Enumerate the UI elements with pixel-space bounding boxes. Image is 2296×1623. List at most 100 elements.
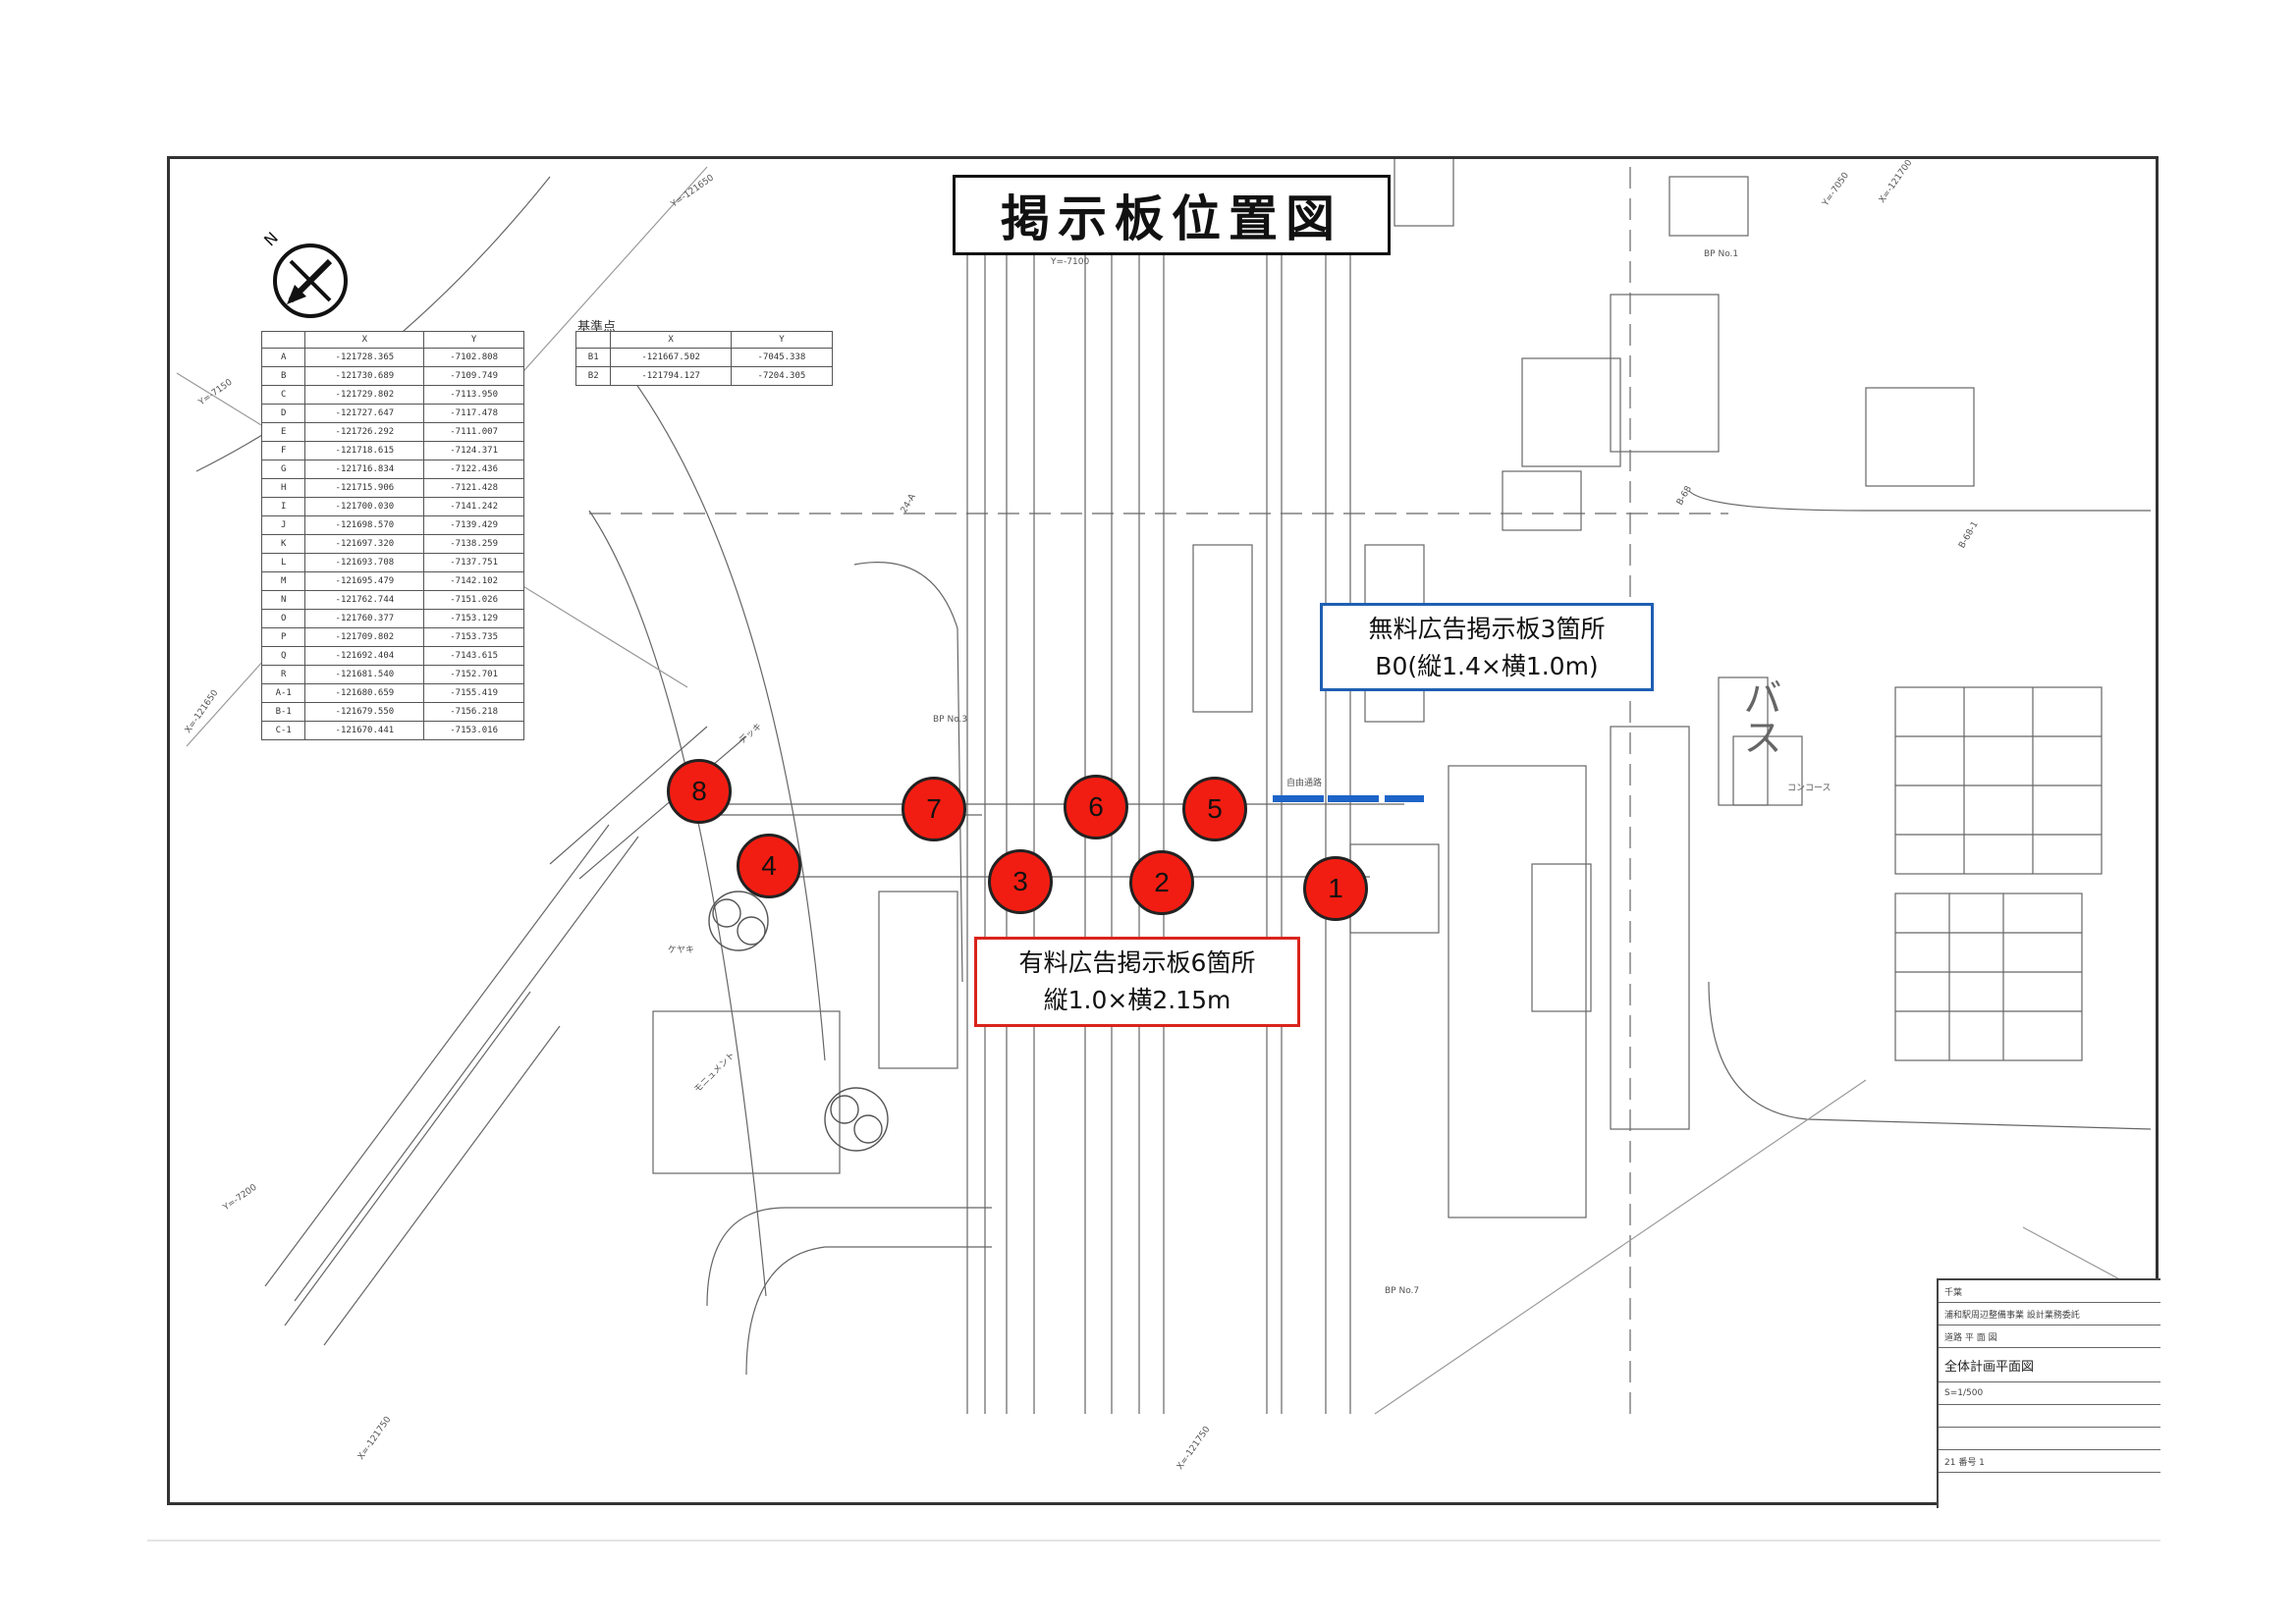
coordinate-table-cell: -121729.802 bbox=[304, 385, 425, 405]
coordinate-table-cell: F bbox=[260, 441, 306, 460]
paid-board-callout: 有料広告掲示板6箇所 縦1.0×横2.15m bbox=[974, 937, 1300, 1027]
coordinate-table-cell: -121700.030 bbox=[304, 497, 425, 516]
coordinate-table-row: R-121681.540-7152.701 bbox=[260, 665, 524, 684]
coordinate-table-cell: -121760.377 bbox=[304, 609, 425, 628]
coordinate-table-row: Q-121692.404-7143.615 bbox=[260, 646, 524, 666]
coordinate-table-row: D-121727.647-7117.478 bbox=[260, 404, 524, 423]
coordinate-table-row: O-121760.377-7153.129 bbox=[260, 609, 524, 628]
coordinate-table-row: B-1-121679.550-7156.218 bbox=[260, 702, 524, 722]
coordinate-table-cell: -7117.478 bbox=[423, 404, 524, 423]
north-arrow-icon bbox=[273, 243, 348, 318]
free-board-size: B0(縦1.4×横1.0m) bbox=[1375, 652, 1599, 680]
coordinate-table-cell: H bbox=[260, 478, 306, 498]
free-board-callout: 無料広告掲示板3箇所 B0(縦1.4×横1.0m) bbox=[1320, 603, 1654, 691]
coordinate-table-row: I-121700.030-7141.242 bbox=[260, 497, 524, 516]
coordinate-table-cell: -7102.808 bbox=[423, 348, 524, 367]
coordinate-table-cell: -7113.950 bbox=[423, 385, 524, 405]
paid-board-count: 有料広告掲示板6箇所 bbox=[1018, 948, 1256, 977]
base-point-table-cell: B1 bbox=[574, 348, 612, 367]
coordinate-table-cell: -7141.242 bbox=[423, 497, 524, 516]
paid-board-size: 縦1.0×横2.15m bbox=[1043, 986, 1231, 1014]
coordinate-table-cell: -121680.659 bbox=[304, 683, 425, 703]
coordinate-table-cell: -7143.615 bbox=[423, 646, 524, 666]
coordinate-table-row: A-1-121680.659-7155.419 bbox=[260, 683, 524, 703]
marker-8[interactable]: 8 bbox=[667, 759, 732, 824]
marker-1[interactable]: 1 bbox=[1303, 856, 1368, 921]
coordinate-table-cell: -7111.007 bbox=[423, 422, 524, 442]
base-point-table-header: X bbox=[610, 331, 732, 349]
plan-label: BP No.1 bbox=[1704, 249, 1739, 259]
bus-label: バス bbox=[1736, 677, 1781, 756]
base-point-table-cell: B2 bbox=[574, 366, 612, 386]
coordinate-table-cell: P bbox=[260, 627, 306, 647]
title-block-row: 21 番号 1 bbox=[1939, 1450, 2160, 1473]
coordinate-table-cell: -7151.026 bbox=[423, 590, 524, 610]
coordinate-table-cell: -7153.735 bbox=[423, 627, 524, 647]
coordinate-table-cell: -7152.701 bbox=[423, 665, 524, 684]
coordinate-table-row: M-121695.479-7142.102 bbox=[260, 571, 524, 591]
base-point-table-row: B1-121667.502-7045.338 bbox=[574, 348, 834, 367]
coordinate-table-row: L-121693.708-7137.751 bbox=[260, 553, 524, 572]
coordinate-table-header: X bbox=[304, 331, 425, 349]
marker-5[interactable]: 5 bbox=[1182, 777, 1247, 841]
scan-edge-line bbox=[147, 1540, 2160, 1542]
free-board-count: 無料広告掲示板3箇所 bbox=[1368, 615, 1606, 643]
coordinate-table-cell: L bbox=[260, 553, 306, 572]
page-title: 掲示板位置図 bbox=[953, 175, 1391, 255]
coordinate-table-cell: -121697.320 bbox=[304, 534, 425, 554]
coordinate-table-cell: -121715.906 bbox=[304, 478, 425, 498]
coordinate-table-cell: -7142.102 bbox=[423, 571, 524, 591]
title-block-row: S=1/500 bbox=[1939, 1382, 2160, 1405]
coordinate-table-cell: -121718.615 bbox=[304, 441, 425, 460]
base-point-table-cell: -121794.127 bbox=[610, 366, 732, 386]
drawing-frame bbox=[167, 156, 2159, 1505]
marker-6[interactable]: 6 bbox=[1064, 775, 1128, 839]
base-point-table-cell: -7045.338 bbox=[730, 348, 834, 367]
drawing-title-block: 千葉 浦和駅周辺整備事業 設計業務委託 道路 平 面 図 全体計画平面図 S=1… bbox=[1937, 1278, 2160, 1508]
coordinate-table-cell: R bbox=[260, 665, 306, 684]
free-board-location bbox=[1328, 795, 1379, 802]
marker-7[interactable]: 7 bbox=[902, 777, 966, 841]
coordinate-table-cell: -121730.689 bbox=[304, 366, 425, 386]
coordinate-table-cell: -121679.550 bbox=[304, 702, 425, 722]
coordinate-table-cell: -7109.749 bbox=[423, 366, 524, 386]
coordinate-table-cell: M bbox=[260, 571, 306, 591]
coordinate-table-cell: -121709.802 bbox=[304, 627, 425, 647]
marker-4[interactable]: 4 bbox=[737, 834, 801, 898]
coordinate-table-row: F-121718.615-7124.371 bbox=[260, 441, 524, 460]
coordinate-table-cell: -7155.419 bbox=[423, 683, 524, 703]
coordinate-table-cell: -7138.259 bbox=[423, 534, 524, 554]
base-point-table-header: Y bbox=[730, 331, 834, 349]
coordinate-table-cell: C bbox=[260, 385, 306, 405]
coordinate-table-cell: Q bbox=[260, 646, 306, 666]
coordinate-table-cell: G bbox=[260, 460, 306, 479]
coordinate-table-cell: E bbox=[260, 422, 306, 442]
plan-label: コンコース bbox=[1787, 784, 1831, 793]
coordinate-table-row: J-121698.570-7139.429 bbox=[260, 515, 524, 535]
title-block-row: 浦和駅周辺整備事業 設計業務委託 bbox=[1939, 1303, 2160, 1325]
marker-2[interactable]: 2 bbox=[1129, 850, 1194, 915]
coordinate-table-row: A-121728.365-7102.808 bbox=[260, 348, 524, 367]
coordinate-table-cell: -121727.647 bbox=[304, 404, 425, 423]
title-block-row: 道路 平 面 図 bbox=[1939, 1325, 2160, 1348]
coordinate-table-cell: -7121.428 bbox=[423, 478, 524, 498]
base-point-table-row: B2-121794.127-7204.305 bbox=[574, 366, 834, 386]
coordinate-table-cell: -7139.429 bbox=[423, 515, 524, 535]
coordinate-table-row: E-121726.292-7111.007 bbox=[260, 422, 524, 442]
coordinate-table-cell: -121726.292 bbox=[304, 422, 425, 442]
coordinate-table-cell: -7137.751 bbox=[423, 553, 524, 572]
free-board-location bbox=[1385, 795, 1424, 802]
base-point-table-header bbox=[574, 331, 612, 349]
coordinate-table-cell: -121681.540 bbox=[304, 665, 425, 684]
marker-3[interactable]: 3 bbox=[988, 849, 1053, 914]
coordinate-table-cell: N bbox=[260, 590, 306, 610]
coordinate-table-row: C-1-121670.441-7153.016 bbox=[260, 721, 524, 740]
plan-label: 自由通路 bbox=[1286, 779, 1323, 788]
coordinate-table-cell: -7153.129 bbox=[423, 609, 524, 628]
coordinate-table-cell: C-1 bbox=[260, 721, 306, 740]
title-block-row bbox=[1939, 1428, 2160, 1450]
coordinate-table-row: N-121762.744-7151.026 bbox=[260, 590, 524, 610]
